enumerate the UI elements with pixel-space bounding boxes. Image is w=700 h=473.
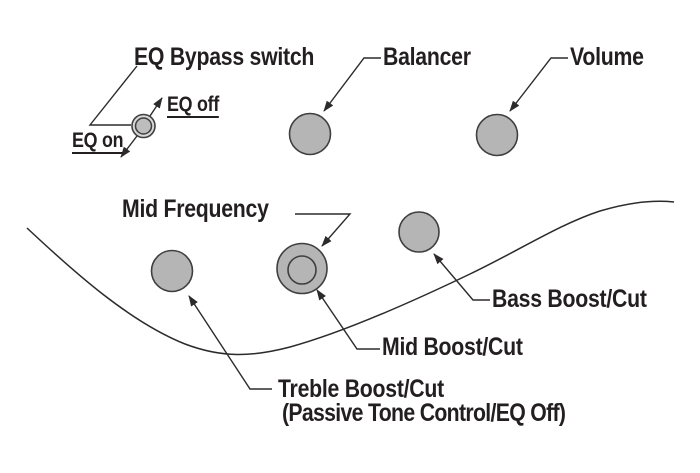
mid-knob-inner	[287, 255, 317, 285]
volume-leader-line	[509, 57, 568, 112]
bass-leader-line	[433, 253, 490, 301]
bass-knob	[398, 211, 440, 253]
treble-knob	[150, 249, 194, 293]
eq-off-label-text: EQ off	[167, 93, 220, 118]
balancer-leader-line	[323, 57, 381, 112]
eq-on-label-text: EQ on	[72, 129, 124, 154]
treble-boost-cut-label: Treble Boost/Cut	[278, 375, 444, 403]
volume-knob	[475, 113, 519, 157]
eq-off-label: EQ off	[167, 94, 219, 118]
eq-bypass-switch-label: EQ Bypass switch	[134, 43, 315, 71]
eq-off-arrow	[149, 97, 163, 117]
eq-bypass-leader-line	[88, 65, 138, 126]
eq-on-arrow	[120, 135, 138, 158]
bass-boost-cut-label: Bass Boost/Cut	[492, 285, 647, 313]
mid-frequency-label: Mid Frequency	[122, 195, 269, 223]
treble-boost-cut-note-label: (Passive Tone Control/EQ Off)	[282, 399, 566, 427]
mid-boost-cut-label: Mid Boost/Cut	[382, 333, 523, 361]
treble-leader-line	[188, 295, 272, 390]
balancer-knob	[288, 112, 332, 156]
mid-boost-leader-line	[316, 289, 380, 350]
guitar-body-edge-curve	[26, 200, 675, 356]
volume-label: Volume	[570, 43, 644, 71]
mid-frequency-leader-line	[295, 213, 352, 247]
eq-on-label: EQ on	[72, 129, 124, 154]
balancer-label: Balancer	[383, 43, 471, 71]
eq-bypass-switch-cap	[134, 117, 153, 135]
